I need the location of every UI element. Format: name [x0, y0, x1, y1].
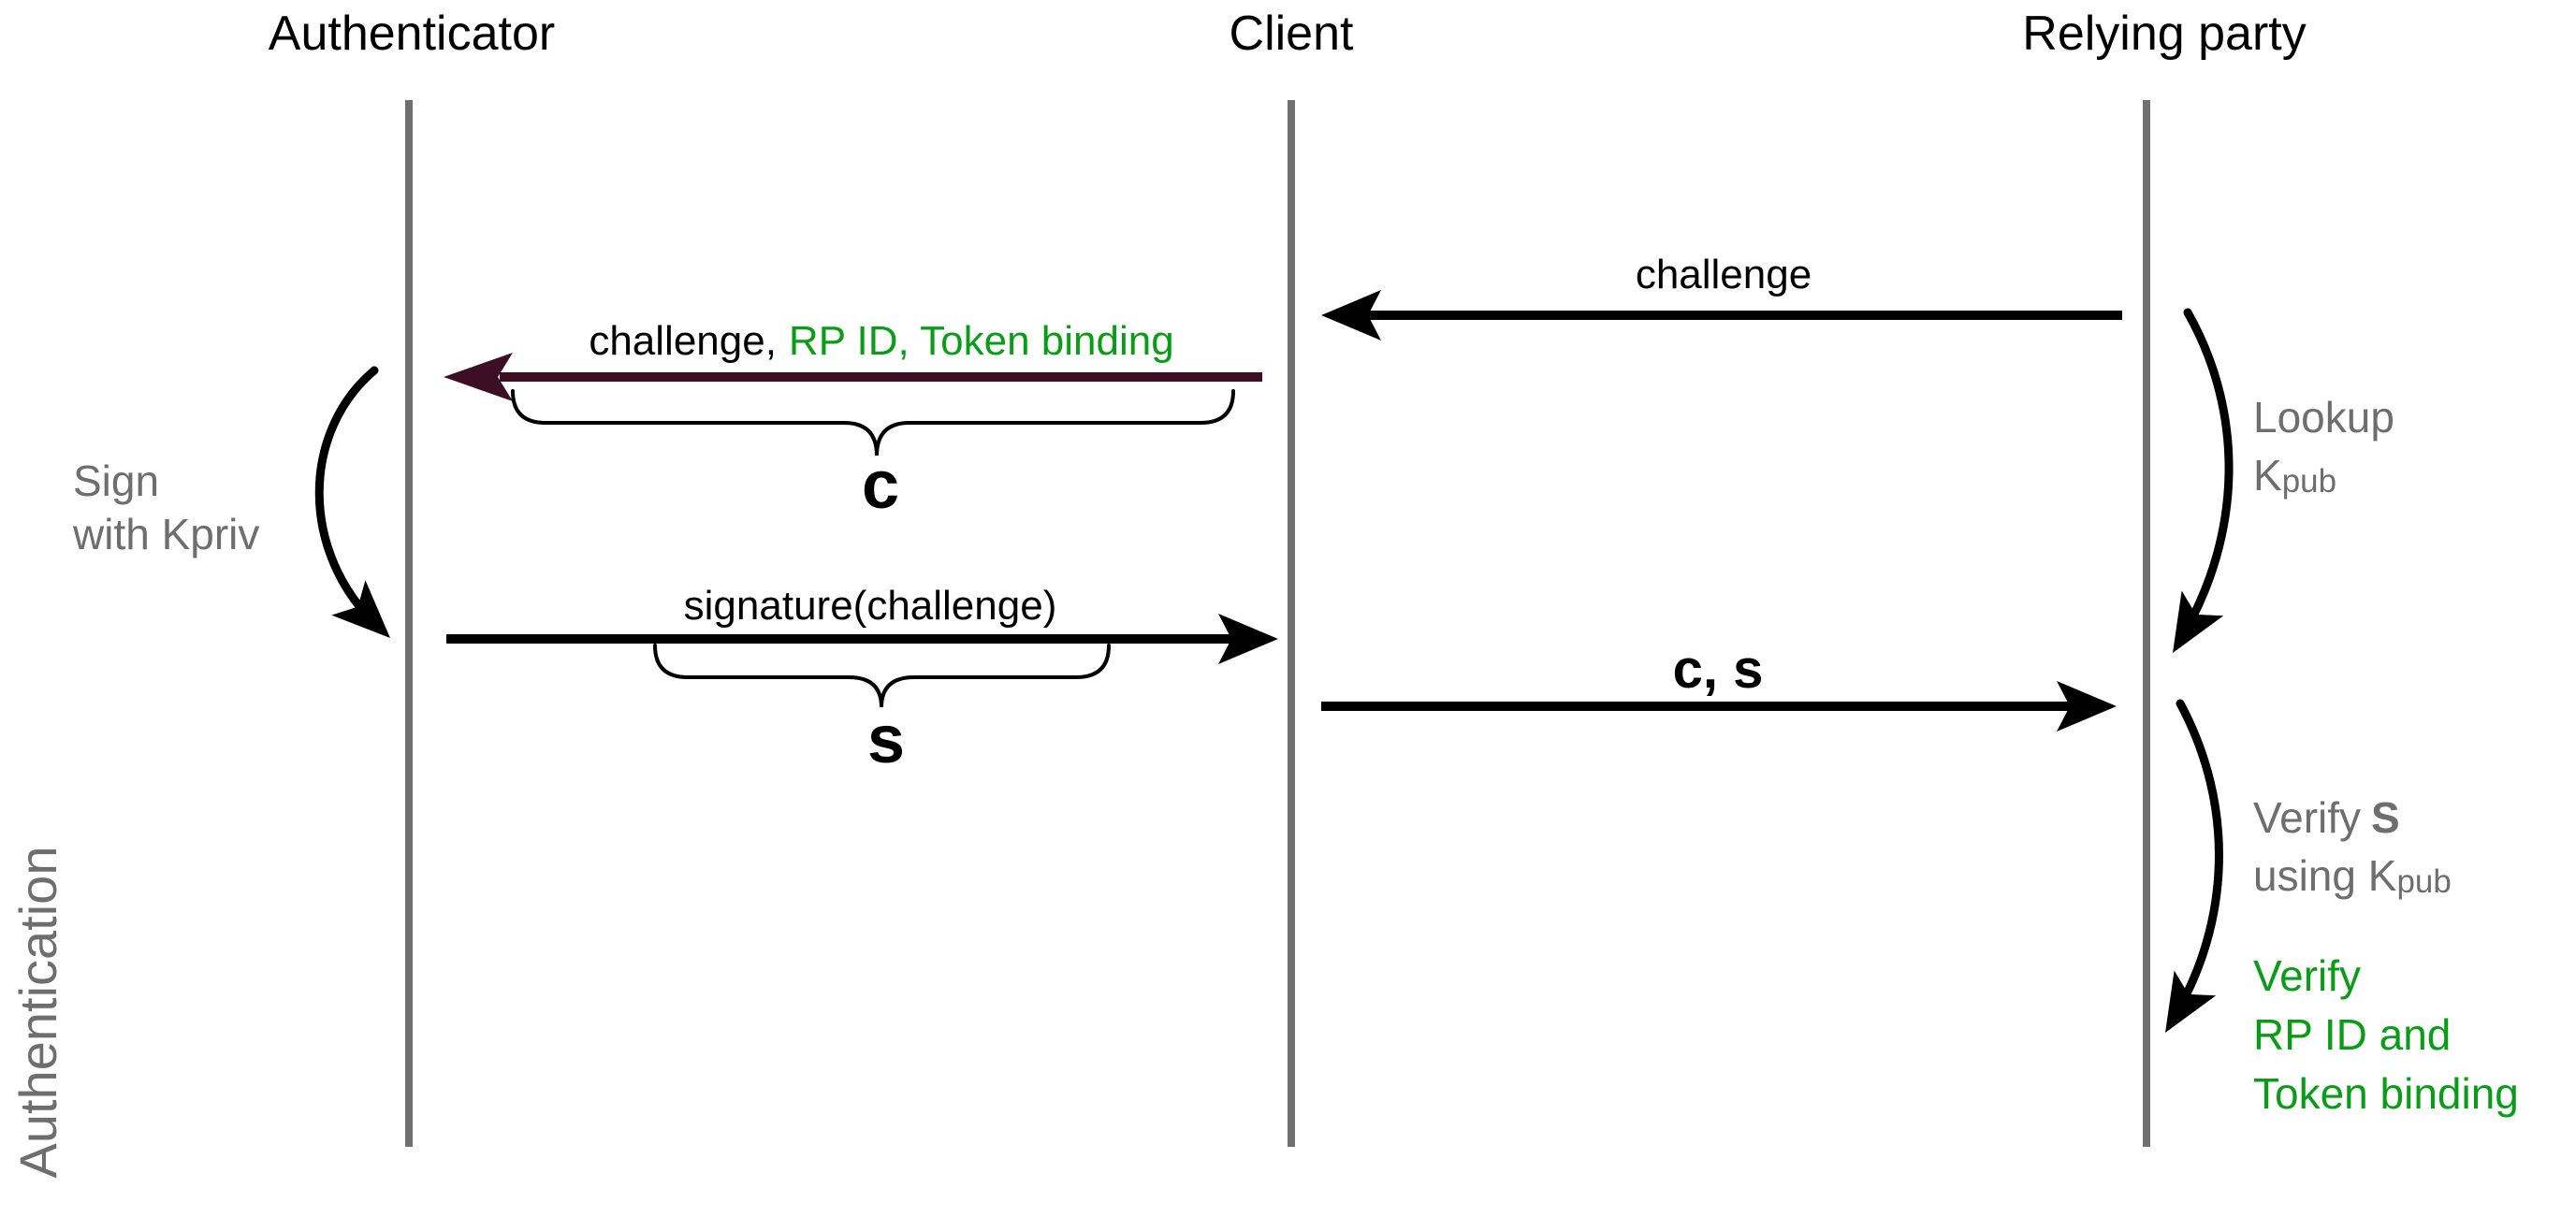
note-verify-rp-line2: RP ID and: [2253, 1010, 2452, 1059]
curve-lookup-kpub: [2176, 308, 2234, 645]
note-verify-rp: Verify RP ID and Token binding: [2253, 947, 2519, 1123]
note-lookup-line1: Lookup: [2253, 393, 2394, 442]
label-c-s: c, s: [1672, 639, 1764, 700]
note-sign-line1: Sign: [73, 456, 160, 505]
note-lookup-key-sub: pub: [2281, 462, 2337, 500]
brace-label-c: c: [861, 448, 900, 523]
label-challenge-full-black: challenge,: [589, 318, 777, 364]
note-sign-kpriv: Sign with Kpriv: [73, 455, 259, 561]
arrow-cs-head: [2057, 681, 2117, 732]
label-challenge: challenge: [1635, 252, 1812, 297]
curve-verify-head: [2165, 970, 2217, 1033]
note-verify-s-bold: S: [2371, 793, 2400, 842]
label-signature: signature(challenge): [683, 583, 1057, 629]
note-verify-rp-line3: Token binding: [2253, 1069, 2519, 1118]
note-verify-s-line2: using Kpub: [2253, 847, 2452, 909]
note-verify-s-key-sub: pub: [2396, 862, 2452, 900]
arrow-signature-head: [1218, 614, 1278, 664]
arrow-challenge-full-head: [444, 353, 513, 401]
note-lookup-kpub: Lookup Kpub: [2253, 388, 2394, 509]
curve-sign-kpriv-head: [331, 580, 390, 638]
note-verify-s-prefix: Verify: [2253, 793, 2362, 842]
underbrace-c: [511, 389, 1235, 456]
label-challenge-full-green: RP ID, Token binding: [788, 318, 1174, 364]
curve-lookup-kpub-head: [2173, 590, 2224, 653]
arrow-challenge-head: [1321, 290, 1381, 340]
curve-verify: [2168, 699, 2223, 1024]
underbrace-s: [653, 644, 1111, 708]
label-challenge-full: challenge,RP ID, Token binding: [589, 321, 1173, 362]
side-label-authentication: Authentication: [8, 846, 67, 1179]
actor-title-authenticator: Authenticator: [268, 7, 556, 61]
note-sign-line2: with Kpriv: [73, 510, 260, 558]
note-verify-s-line2-prefix: using K: [2253, 851, 2397, 900]
actor-title-client: Client: [1229, 7, 1354, 61]
note-lookup-line2: Kpub: [2253, 446, 2394, 509]
note-lookup-key: K: [2253, 451, 2282, 500]
brace-label-s: s: [866, 703, 906, 777]
note-verify-rp-line1: Verify: [2253, 951, 2362, 1000]
curve-sign-kpriv: [314, 366, 383, 631]
actor-title-relying-party: Relying party: [2022, 7, 2307, 61]
